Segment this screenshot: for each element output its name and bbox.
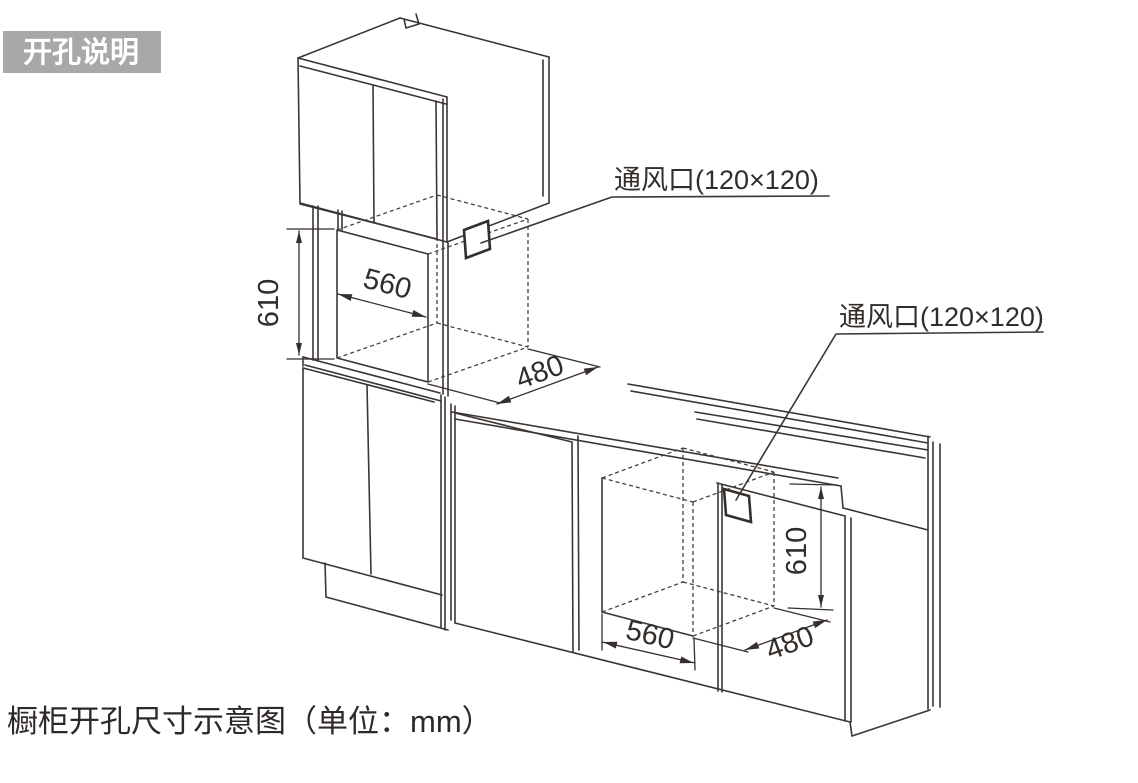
run-height-dimension: 610 [781,483,838,611]
upper-height-value: 610 [253,279,285,327]
run-depth-value: 480 [762,620,818,667]
run-height-value: 610 [781,527,813,575]
tall-cabinet [297,13,550,397]
run-vent-label: 通风口(120×120) [839,302,1044,332]
upper-vent-label: 通风口(120×120) [614,165,819,195]
diagram-caption: 橱柜开孔尺寸示意图（单位：mm） [7,704,493,739]
run-width-value: 560 [623,614,677,656]
upper-vent-label-group: 通风口(120×120) [480,165,830,244]
run-depth-dimension: 480 [692,607,831,667]
run-vent-label-group: 通风口(120×120) [735,302,1044,501]
housing-side-panels [312,205,449,397]
base-cabinet-run [450,383,941,737]
upper-depth-value: 480 [512,349,568,396]
upper-cabinet-outline [297,13,550,243]
run-vent-square [722,487,753,524]
upper-cutout-dashed-box [336,194,529,383]
upper-width-value: 560 [360,263,415,306]
run-cutout-dashed-box [601,447,775,637]
left-base-cabinet [302,356,449,631]
badge-background [3,31,161,73]
upper-width-dimension: 560 [337,263,427,318]
upper-vent-square [462,219,492,260]
badge-label: 开孔说明 [23,36,139,69]
run-width-dimension: 560 [601,613,696,671]
upper-height-dimension: 610 [253,228,335,360]
upper-depth-dimension: 480 [427,348,601,405]
header-badge: 开孔说明 [3,31,161,73]
